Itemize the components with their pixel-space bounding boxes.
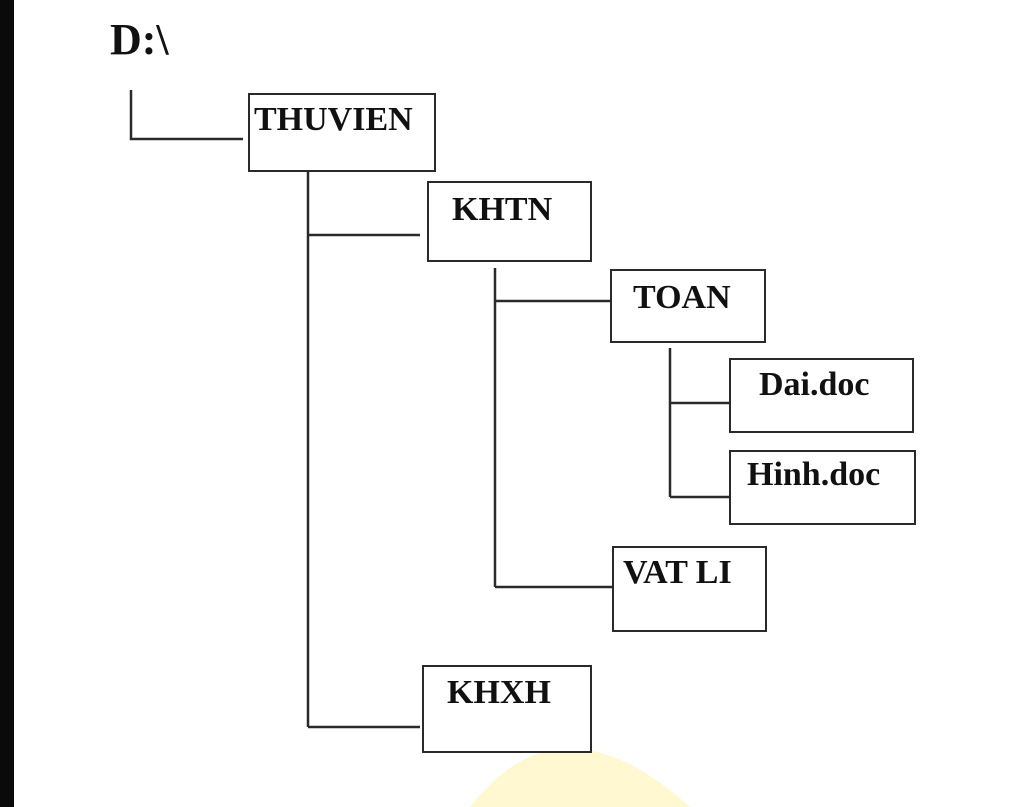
folder-khxh[interactable]: KHXH <box>422 665 592 753</box>
file-hinh-doc-label: Hinh.doc <box>747 456 881 493</box>
folder-khtn[interactable]: KHTN <box>427 181 592 262</box>
folder-khtn-label: KHTN <box>452 191 553 228</box>
root-drive-label: D:\ <box>110 15 169 64</box>
left-frame-bar <box>0 0 14 807</box>
connector-root-thuvien <box>129 90 243 141</box>
folder-toan-label: TOAN <box>633 279 731 316</box>
folder-khxh-label: KHXH <box>447 674 551 711</box>
file-dai-doc[interactable]: Dai.doc <box>729 358 914 433</box>
folder-vat-li[interactable]: VAT LI <box>612 546 767 632</box>
folder-thuvien-label: THUVIEN <box>254 101 413 138</box>
file-dai-doc-label: Dai.doc <box>759 366 870 403</box>
folder-vat-li-label: VAT LI <box>623 554 732 591</box>
file-hinh-doc[interactable]: Hinh.doc <box>729 450 916 525</box>
folder-toan[interactable]: TOAN <box>610 269 766 343</box>
folder-thuvien[interactable]: THUVIEN <box>248 93 436 172</box>
